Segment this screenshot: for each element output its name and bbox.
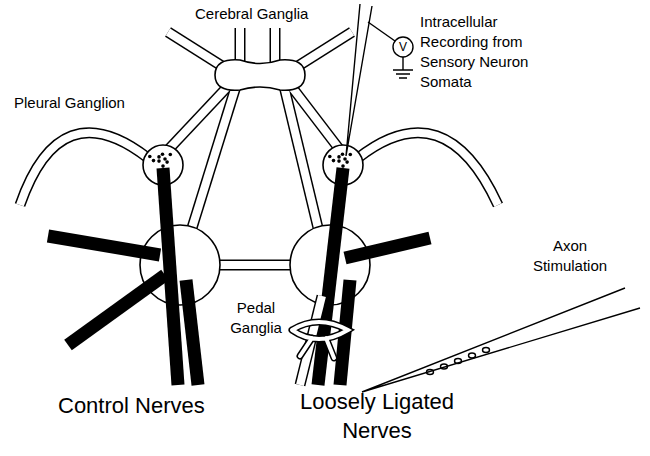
neuron-dot xyxy=(161,153,165,157)
nerve-outline xyxy=(215,260,295,271)
cerebral-ganglia-body xyxy=(215,60,305,90)
ground-symbol xyxy=(393,57,413,78)
neuron-dot xyxy=(332,159,336,163)
voltmeter-label: V xyxy=(393,38,413,56)
nerve xyxy=(186,280,198,385)
nerve xyxy=(68,275,165,345)
nerve-fill xyxy=(168,32,225,68)
nerve-outline xyxy=(295,32,352,68)
neuron-dot xyxy=(341,164,345,168)
neuron-dot xyxy=(169,153,173,157)
voltmeter-symbol xyxy=(393,37,413,57)
neuron-dot xyxy=(152,159,156,163)
neuron-dot xyxy=(337,159,341,163)
nerve-outline xyxy=(270,28,281,62)
neuron-dot xyxy=(345,160,349,164)
recording-electrode xyxy=(346,4,413,156)
ganglion-label: Pedal Ganglia xyxy=(222,298,290,337)
electrode-bubble xyxy=(483,348,490,353)
recording-label: Intracellular Recording from Sensory Neu… xyxy=(420,12,542,92)
electrode-bubble xyxy=(455,359,462,364)
neuron-dot xyxy=(343,157,347,161)
electrode-bubble xyxy=(441,364,448,369)
nerve-fill xyxy=(20,133,148,205)
recording-pipette xyxy=(346,4,372,156)
stimulation-label: Axon Stimulation xyxy=(522,236,618,275)
nerve xyxy=(48,236,160,255)
nerve-fill xyxy=(192,86,236,228)
electrode-bubble xyxy=(427,370,434,375)
ligature-outline xyxy=(292,322,348,358)
nerve-fill xyxy=(284,86,318,228)
nerve-group-label: Loosely Ligated Nerves xyxy=(282,388,472,445)
nerve-outline xyxy=(284,86,318,228)
electrode-bubble xyxy=(469,353,476,358)
neuron-dot xyxy=(161,164,165,168)
nerve-fill xyxy=(295,32,352,68)
black-nerves xyxy=(48,168,430,385)
ligature-fill xyxy=(292,322,348,358)
nerve-fill xyxy=(215,261,295,269)
neuron-dot xyxy=(349,153,353,157)
neuron-dot xyxy=(163,157,167,161)
electrode-bubbles xyxy=(427,348,490,375)
neuron-dot xyxy=(148,155,152,159)
stimulating-pipette xyxy=(362,288,640,392)
neuron-dot xyxy=(328,155,332,159)
nerve-outline xyxy=(235,28,246,62)
neuron-dot xyxy=(165,160,169,164)
neuron-dot xyxy=(157,155,161,159)
neuron-dot xyxy=(157,159,161,163)
neuron-dot xyxy=(341,153,345,157)
nerve-fill xyxy=(236,28,244,62)
ganglion-label: Cerebral Ganglia xyxy=(195,4,335,24)
nerve-outline xyxy=(168,32,225,68)
nerve-outline xyxy=(20,133,148,205)
nerve xyxy=(345,238,430,258)
stimulating-electrode xyxy=(362,288,640,392)
ganglion-label: Pleural Ganglion xyxy=(14,93,164,113)
recording-wire xyxy=(368,22,395,41)
nerve-outline xyxy=(192,86,236,228)
left-pedal-ganglion xyxy=(140,225,220,305)
nerve-fill xyxy=(271,28,279,62)
nerve-fill xyxy=(358,133,498,205)
neuron-dot xyxy=(337,155,341,159)
nerve-group-label: Control Nerves xyxy=(58,392,238,421)
sensory-neuron-dots xyxy=(148,153,352,168)
ligature xyxy=(292,322,348,358)
nerve-outline xyxy=(358,133,498,205)
